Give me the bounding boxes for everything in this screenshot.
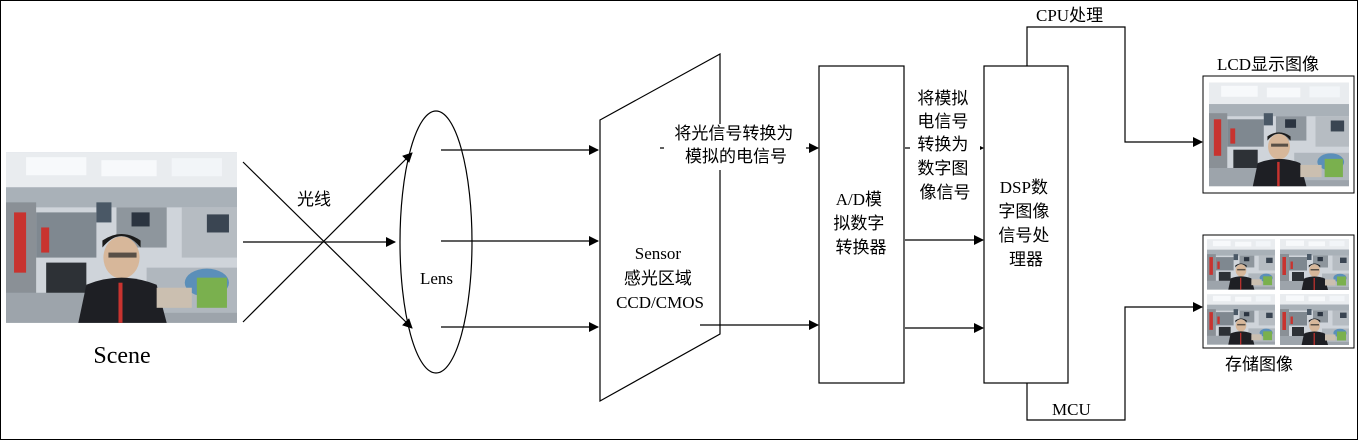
light-label: 光线 xyxy=(297,190,331,209)
scene-label: Scene xyxy=(93,343,150,369)
light-rays xyxy=(242,152,413,329)
lens xyxy=(399,110,473,374)
lcd-image xyxy=(1209,82,1349,187)
sensor-to-ad-label: 将光信号转换为 模拟的电信号 xyxy=(674,124,797,166)
sensor-to-ad-label-bg xyxy=(664,124,806,170)
ad-to-dsp-label-bg xyxy=(910,84,980,212)
mcu-label: MCU xyxy=(1052,400,1091,419)
cpu-path xyxy=(1026,26,1203,147)
ad-converter-label: A/D模 拟数字 转换器 xyxy=(833,190,888,257)
dsp-box xyxy=(983,65,1069,384)
ad-to-dsp-label: 将模拟 电信号 转换为 数字图 像信号 xyxy=(917,89,972,202)
sensor-panel xyxy=(599,52,721,403)
ad-converter-box xyxy=(818,65,905,384)
cpu-label: CPU处理 xyxy=(1036,6,1103,25)
scene-photo xyxy=(6,152,237,323)
lens-to-sensor-arrows xyxy=(441,145,599,332)
lcd-label: LCD显示图像 xyxy=(1217,55,1319,74)
sensor-label: Sensor 感光区域 CCD/CMOS xyxy=(616,244,704,312)
lens-label: Lens xyxy=(420,269,453,288)
storage-label: 存储图像 xyxy=(1225,355,1293,374)
dsp-label: DSP数 字图像 信号处 理器 xyxy=(998,178,1053,269)
mcu-path xyxy=(1026,302,1203,421)
